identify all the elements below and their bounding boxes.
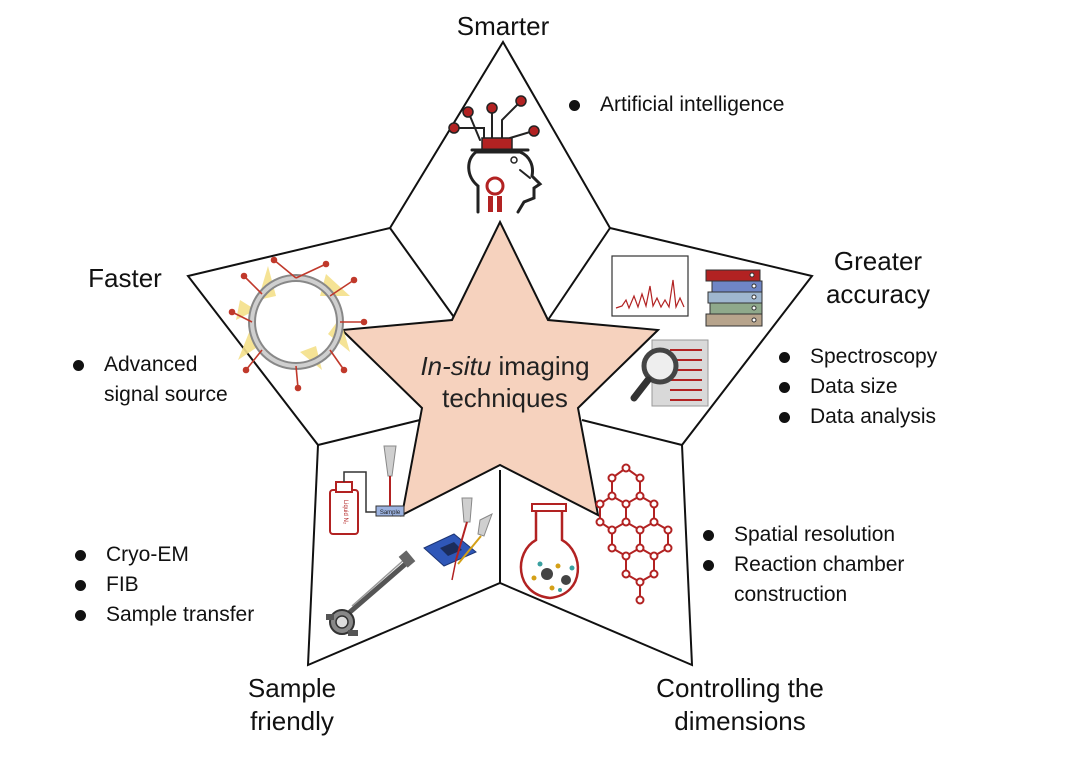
reaction-flask-icon [519, 503, 580, 600]
binders-stack-icon [705, 269, 763, 327]
arm-bottom-right-title-line2: dimensions [674, 706, 806, 736]
fib-beam-sample-icon [423, 497, 493, 581]
arm-right-title: Greater accuracy [812, 245, 944, 311]
arm-bottom-left-title: Sample friendly [226, 672, 358, 738]
arm-left-title: Faster [88, 263, 162, 293]
molecular-lattice-icon [595, 463, 673, 605]
arm-top-bullets: Artificial intelligence [566, 90, 784, 120]
magnifier-document-icon [630, 339, 709, 407]
arm-right-title-line1: Greater [833, 246, 923, 276]
arm-bottom-right-title-line1: Controlling the [656, 673, 824, 703]
transfer-rod-icon [326, 550, 416, 636]
bullet-signal-source: signal source [104, 383, 228, 406]
arm-bottom-left-title-line1: Sample [247, 673, 337, 703]
arm-bottom-right-bullets: Spatial resolution Reaction chamber cons… [700, 520, 904, 610]
inner-star [339, 219, 661, 517]
center-title: In-situ imaging techniques [380, 350, 630, 414]
bullet-data-analysis: Data analysis [776, 402, 937, 432]
flask-label: Liquid N₂ [342, 500, 348, 525]
liquid-nitrogen-flask-icon: Liquid N₂ Sample [329, 445, 405, 535]
center-title-line2: techniques [442, 383, 568, 413]
arm-bottom-left-title-line2: friendly [250, 706, 334, 736]
spectrum-plot-icon [611, 255, 689, 317]
arm-left-bullets: Advanced signal source [70, 350, 228, 410]
bullet-spatial-resolution: Spatial resolution [700, 520, 904, 550]
arm-bottom-right-title: Controlling the dimensions [630, 672, 850, 738]
bullet-sample-transfer: Sample transfer [72, 600, 254, 630]
bullet-spectroscopy: Spectroscopy [776, 342, 937, 372]
bullet-artificial-intelligence: Artificial intelligence [566, 90, 784, 120]
arm-top-title: Smarter [456, 11, 550, 41]
arm-right-title-line2: accuracy [825, 279, 931, 309]
bullet-cryo-em: Cryo-EM [72, 540, 254, 570]
bullet-advanced: Advanced [70, 350, 228, 380]
bullet-fib: FIB [72, 570, 254, 600]
bullet-reaction-chamber: Reaction chamber [700, 550, 904, 580]
signal-ring-arrows-icon [228, 256, 368, 392]
sample-label: Sample [380, 510, 401, 516]
arm-bottom-left-bullets: Cryo-EM FIB Sample transfer [72, 540, 254, 630]
center-title-rest: imaging [491, 351, 590, 381]
center-title-emph: In-situ [420, 351, 492, 381]
arm-right-bullets: Spectroscopy Data size Data analysis [776, 342, 937, 432]
bullet-construction: construction [734, 583, 848, 606]
ai-head-circuit-icon [448, 95, 543, 214]
bullet-data-size: Data size [776, 372, 937, 402]
